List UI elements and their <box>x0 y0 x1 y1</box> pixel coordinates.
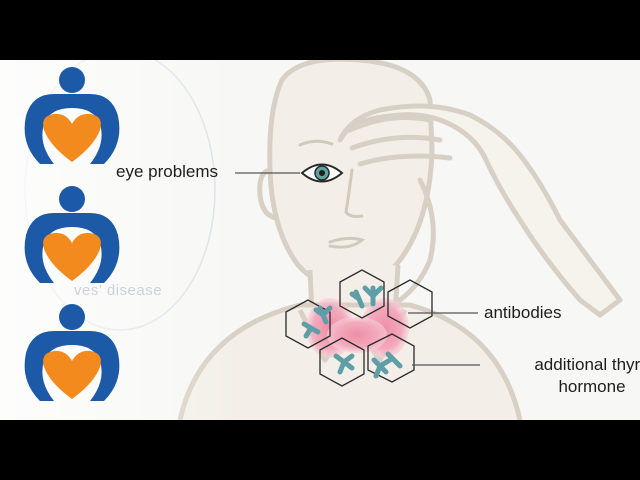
additional-hormone-line1: additional thyro <box>534 355 640 374</box>
logo-icon <box>24 186 120 283</box>
logo-icon <box>24 304 120 401</box>
eye-icon <box>300 163 344 183</box>
face-features <box>298 139 366 249</box>
antibodies-label: antibodies <box>484 303 562 322</box>
hexagon-cells <box>285 269 433 387</box>
eye-problems-label: eye problems <box>116 162 219 181</box>
diagram-stage: ves' disease eye problems antibodies add… <box>0 60 640 420</box>
letterbox-bottom <box>0 420 640 480</box>
additional-hormone-label: additional thyro hormone <box>512 354 640 398</box>
faded-caption: ves' disease <box>74 282 163 299</box>
logo-icon <box>24 67 120 164</box>
antibody-icon <box>301 285 403 379</box>
additional-hormone-line2: hormone <box>558 377 626 396</box>
letterbox-top <box>0 0 640 60</box>
hand <box>337 103 623 318</box>
